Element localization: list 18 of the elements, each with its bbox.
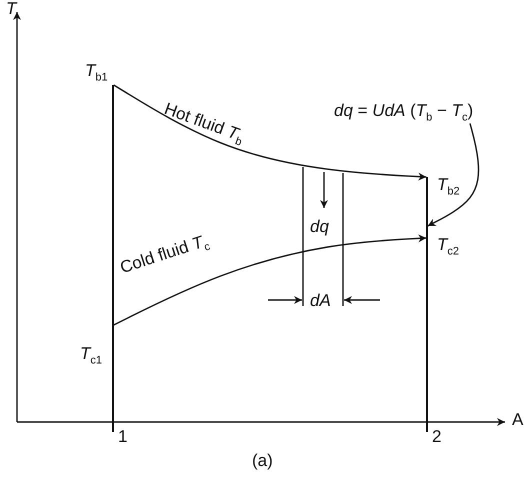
leader-arrow xyxy=(427,123,480,227)
area-label: dA xyxy=(310,292,331,309)
station-number: 2 xyxy=(432,428,442,445)
station-line xyxy=(112,85,114,432)
caption: (a) xyxy=(252,452,273,469)
hot-fluid-curve xyxy=(113,84,426,181)
temperature-label: T$_{b2}$ xyxy=(437,176,460,198)
station-line xyxy=(426,177,428,432)
temperature-label: T$_{c2}$ xyxy=(437,236,460,258)
station-number: 1 xyxy=(118,428,128,445)
curve-label: Cold fluid T$_{c}$ xyxy=(118,232,212,280)
temperature-label: T$_{c1}$ xyxy=(80,345,102,366)
axis-title: A xyxy=(512,411,524,428)
temperature-label: T$_{b1}$ xyxy=(85,62,108,84)
heat-label: dq xyxy=(310,218,329,235)
equation-label: dq = UdA (T$_{b}$ − T$_{c}$) xyxy=(334,102,474,124)
cold-fluid-curve xyxy=(113,234,426,326)
axis-title: T xyxy=(6,0,16,17)
